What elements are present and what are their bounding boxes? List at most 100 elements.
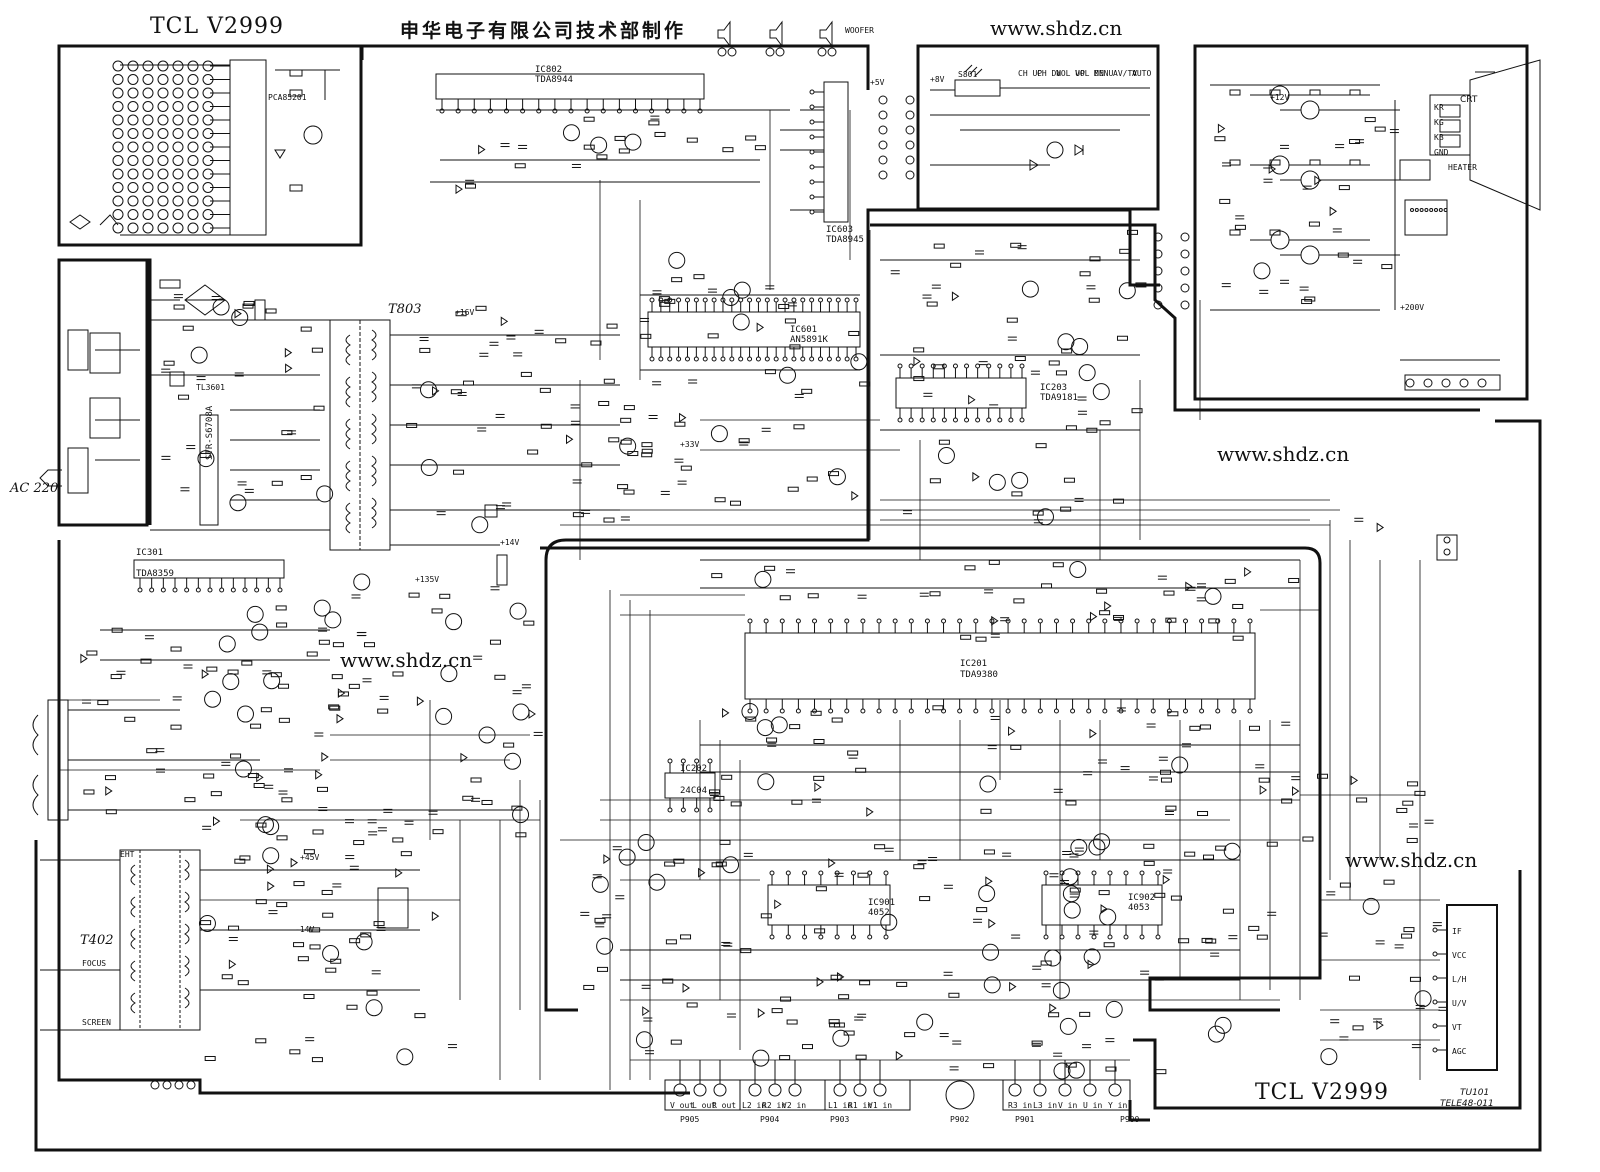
tuner-pin-uv: U/V <box>1452 999 1467 1008</box>
jack-label-10: L3 in <box>1033 1101 1057 1110</box>
t402-label: T402 <box>80 933 113 948</box>
crt-pin-gnd: GND <box>1434 148 1449 157</box>
ic802-ref-label: IC802 <box>535 65 562 75</box>
crt-neck <box>1469 59 1541 211</box>
ic601-body <box>647 311 861 348</box>
speaker-symbols <box>717 20 833 48</box>
eht-label: EHT <box>120 850 135 859</box>
horizontal-section <box>40 849 420 1090</box>
ir-receiver <box>954 79 1001 97</box>
ic301-body <box>133 559 285 579</box>
ic802-body <box>435 73 705 100</box>
ic202-section <box>664 758 716 813</box>
av-jacks <box>664 1060 1131 1111</box>
crt-board-block <box>1193 44 1529 401</box>
tuner-pin-vcc: VCC <box>1452 951 1467 960</box>
jack-label-4: R2 in <box>762 1101 786 1110</box>
front-panel <box>930 64 1150 171</box>
ic901-body <box>767 884 891 926</box>
power-input <box>39 329 140 494</box>
ic201-body <box>744 632 1256 700</box>
ic603-part-label: TDA8945 <box>826 235 864 245</box>
ic203-ref-label: IC203 <box>1040 383 1067 393</box>
ic603-body <box>823 81 849 223</box>
jack-name-p904: P904 <box>760 1115 779 1124</box>
pv02-connector <box>496 554 508 586</box>
t803-label: T803 <box>388 302 421 317</box>
rail-label-1: +8V <box>930 75 945 84</box>
block-borders <box>34 44 1542 1152</box>
jack-label-6: L1 in <box>828 1101 852 1110</box>
focus-label: FOCUS <box>82 959 106 968</box>
jack-label-8: V1 in <box>868 1101 892 1110</box>
jack-label-11: V in <box>1058 1101 1077 1110</box>
key-label-6: AUTO <box>1132 69 1151 78</box>
tuner-part-label: TELE48-011 <box>1440 1099 1494 1109</box>
jack-name-p901: P901 <box>1015 1115 1034 1124</box>
key-label-5: AV/TV <box>1113 69 1137 78</box>
ic901-ref-label: IC901 <box>868 898 895 908</box>
tuner-ref-label: TU101 <box>1460 1088 1489 1098</box>
ic801-body <box>199 414 219 526</box>
ic202-part-label: 24C04 <box>680 786 707 796</box>
ic201-part-label: TDA9380 <box>960 670 998 680</box>
woofer-label: WOOFER <box>845 26 874 35</box>
ic603-ref-label: IC603 <box>826 225 853 235</box>
ic902-ref-label: IC902 <box>1128 893 1155 903</box>
tuner-can <box>1446 904 1498 1071</box>
rail-label-8: +200V <box>1400 303 1424 312</box>
key-label-1: CH DN <box>1037 69 1061 78</box>
ic202-ref-label: IC202 <box>680 764 707 774</box>
jack-label-5: V2 in <box>782 1101 806 1110</box>
ic601-ref-label: IC601 <box>790 325 817 335</box>
rail-label-5: +33V <box>680 440 699 449</box>
ic802-part-label: TDA8944 <box>535 75 573 85</box>
crt-pin-kb: KB <box>1434 133 1444 142</box>
tuner-pin-vt: VT <box>1452 1023 1462 1032</box>
watermark-3: www.shdz.cn <box>1345 848 1478 872</box>
power-input-block <box>57 258 149 527</box>
rail-label-3: +14V <box>500 538 519 547</box>
rail-label-2: +12V <box>1270 93 1289 102</box>
rail-label-0: +5V <box>870 78 885 87</box>
t401-driver <box>377 887 409 929</box>
crt-label: CRT <box>1460 95 1478 105</box>
tuner-pin-agc: AGC <box>1452 1047 1467 1056</box>
key-label-3: VOL DN <box>1075 69 1104 78</box>
ic203-part-label: TDA9181 <box>1040 393 1078 403</box>
keypad-matrix <box>69 59 340 236</box>
keyboard-title: S801 <box>958 70 977 79</box>
jack-label-9: R3 in <box>1008 1101 1032 1110</box>
tuner-pin-if: IF <box>1452 927 1462 936</box>
jack-name-p905: P905 <box>680 1115 699 1124</box>
ic701-label: PCA85201 <box>268 93 307 102</box>
jack-label-1: L out <box>692 1101 716 1110</box>
ic802opto-label: TL3601 <box>196 383 225 392</box>
ic901-part-label: 4052 <box>868 908 890 918</box>
screen-label: SCREEN <box>82 1018 111 1027</box>
key-label-0: CH UP <box>1018 69 1042 78</box>
power-supply <box>150 279 620 586</box>
jack-name-p900: P900 <box>1120 1115 1139 1124</box>
rail-label-4: +16V <box>455 308 474 317</box>
ic203-body <box>895 377 1027 409</box>
t402-flyback <box>119 849 201 1031</box>
ic301-part-label: TDA8359 <box>136 569 174 579</box>
tuner-pin-lh: L/H <box>1452 975 1467 984</box>
ic202-body <box>664 772 716 799</box>
ic301-section <box>100 559 330 661</box>
ic203-section <box>880 232 1190 431</box>
svideo-jack <box>945 1080 975 1110</box>
yoke-connectors <box>32 699 520 821</box>
rail-label-9: -14V <box>295 925 314 934</box>
key-label-4: MENU <box>1094 69 1113 78</box>
ic902-part-label: 4053 <box>1128 903 1150 913</box>
jack-label-7: R1 in <box>848 1101 872 1110</box>
jack-label-12: U in <box>1083 1101 1102 1110</box>
crt-pin-kr: KR <box>1434 103 1444 112</box>
model-title: TCL V2999 <box>150 14 284 39</box>
jack-label-0: V out <box>670 1101 694 1110</box>
jack-name-p902: P902 <box>950 1115 969 1124</box>
